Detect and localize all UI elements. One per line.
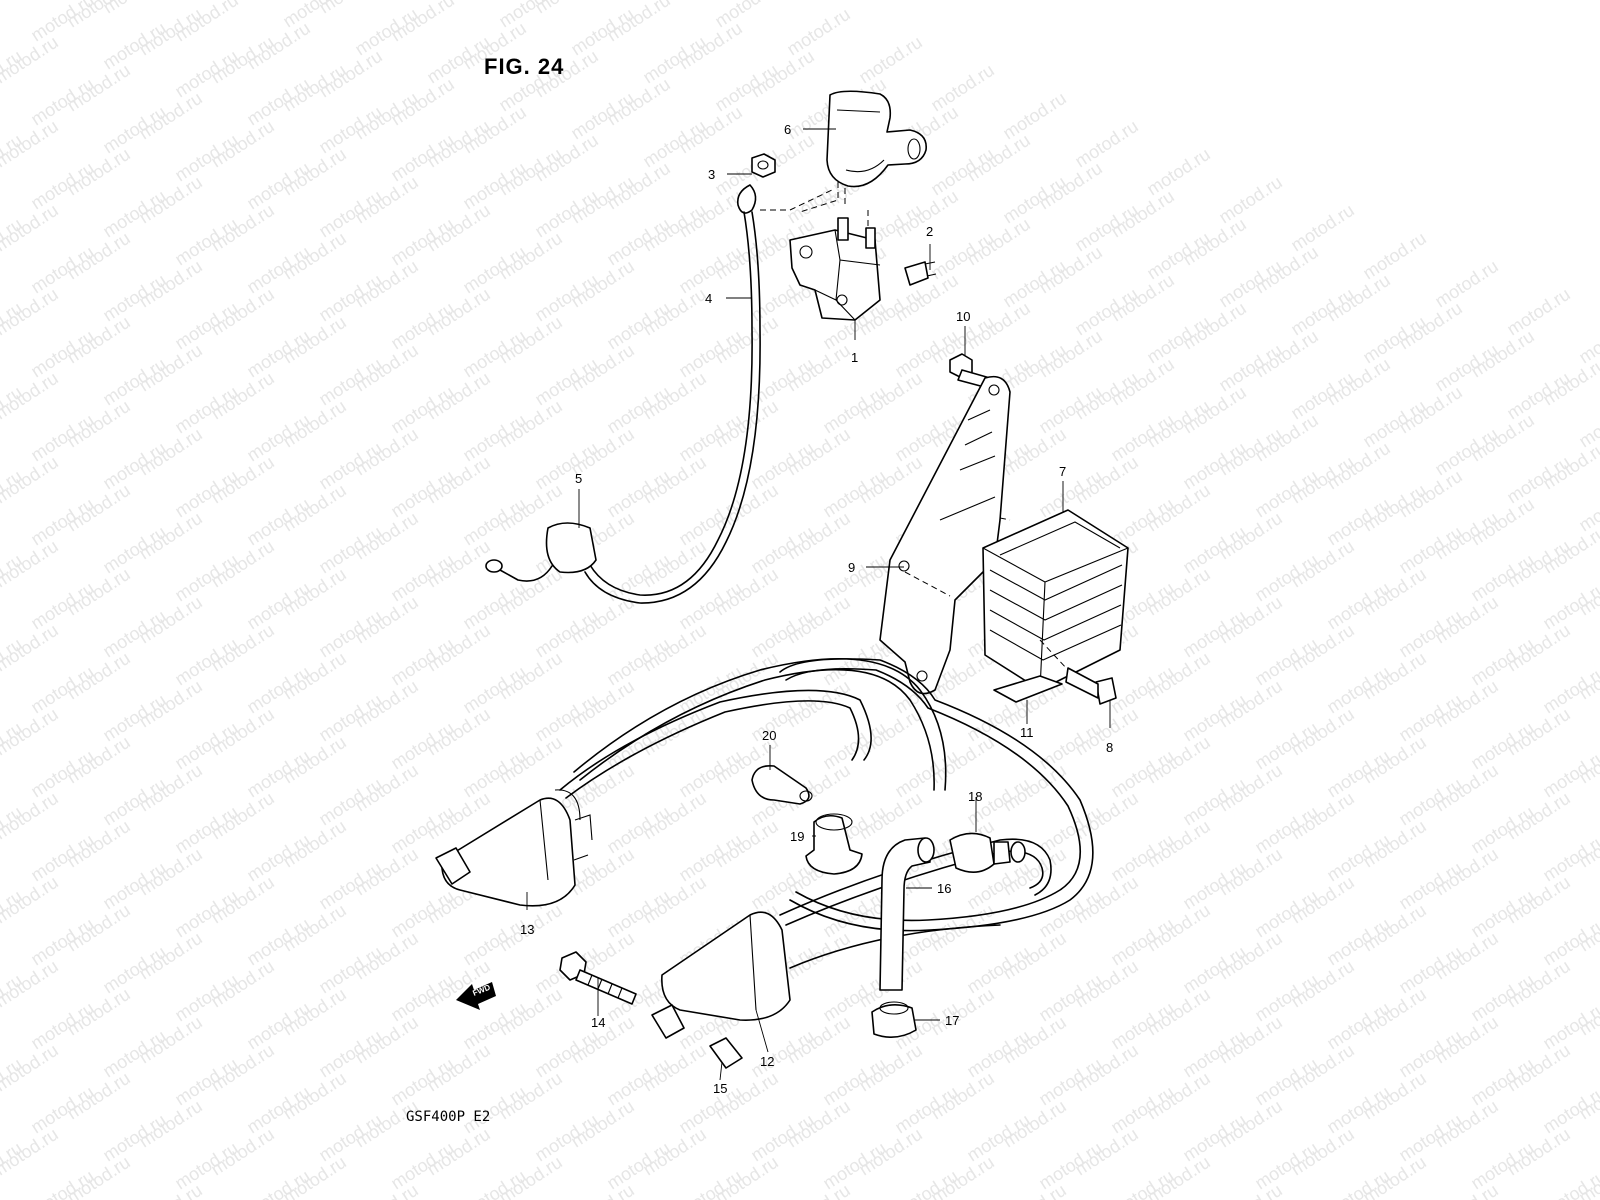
terminal-boot-6 [799,90,927,213]
callout-labels: 1 2 3 4 5 6 7 8 9 10 11 12 13 14 15 16 1… [520,122,1113,1096]
regulator-rectifier-7 [982,509,1129,691]
callout-6: 6 [784,122,791,137]
callout-5: 5 [575,471,582,486]
callout-10: 10 [956,309,970,324]
callout-2: 2 [926,224,933,239]
cap-19 [805,813,863,875]
callout-15: 15 [713,1081,727,1096]
callout-3: 3 [708,167,715,182]
callout-20: 20 [762,728,776,743]
callout-7: 7 [1059,464,1066,479]
callout-1: 1 [851,350,858,365]
model-code: GSF400P E2 [406,1109,491,1125]
nut-3 [751,153,776,178]
relay-cable-4 [584,184,833,604]
callout-11: 11 [1020,725,1034,740]
callout-17: 17 [945,1013,959,1028]
collar-15 [709,1037,743,1069]
callout-8: 8 [1106,740,1113,755]
screw-2 [904,261,937,286]
callout-18: 18 [968,789,982,804]
plate-11 [993,675,1063,703]
callout-9: 9 [848,560,855,575]
forward-arrow-icon: FWD [456,982,496,1010]
callout-13: 13 [520,922,534,937]
leader-lines [526,128,1111,1081]
terminal-cap-5 [485,522,597,582]
figure-title: FIG. 24 [484,54,565,79]
callout-12: 12 [760,1054,774,1069]
callout-19: 19 [790,829,804,844]
grommet-17 [871,1001,917,1038]
callout-14: 14 [591,1015,605,1030]
callout-16: 16 [937,881,951,896]
clamp-20 [751,764,813,805]
ignition-coil-13 [435,657,947,907]
elbow-hose-16 [879,837,935,991]
callout-4: 4 [705,291,712,306]
fitting-18 [949,832,1026,873]
bolt-8 [1039,639,1117,705]
bolt-14 [559,951,637,1005]
starter-relay-1 [789,210,881,321]
regulator-bracket-9 [879,375,1011,695]
ht-lead-loop [779,658,1094,932]
